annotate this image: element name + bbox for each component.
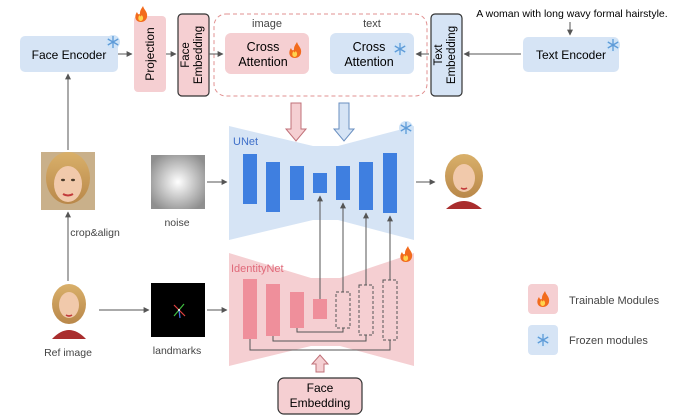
face-embedding-bottom-line2: Embedding: [290, 396, 351, 410]
ref-image: [43, 283, 97, 339]
text-embedding-block: Text Embedding: [430, 13, 463, 97]
unet-label: UNet: [233, 136, 258, 148]
face-embedding-top-line1: Face: [180, 42, 192, 68]
noise-image: [151, 155, 205, 209]
output-face-image: [437, 153, 491, 209]
snowflake-icon: [398, 120, 414, 136]
face-embedding-bottom-line1: Face: [307, 381, 334, 395]
residual-connections: [249, 195, 393, 351]
face-embedding-up-arrow: [310, 354, 330, 373]
fire-icon: [135, 6, 148, 22]
text-cross-attention-line1: Cross: [353, 40, 386, 54]
projection-block: Projection: [134, 6, 166, 92]
prompt-text: A woman with long wavy formal hairstyle.: [476, 8, 667, 20]
cross-attention-group: [213, 13, 428, 97]
image-cross-attention-line1: Cross: [247, 40, 280, 54]
noise-label: noise: [164, 217, 189, 229]
text-embedding-line2: Embedding: [446, 26, 458, 84]
text-group-label: text: [363, 18, 381, 30]
legend-frozen-label: Frozen modules: [569, 335, 648, 347]
identitynet-block: IdentityNet: [229, 246, 414, 366]
crop-align-label: crop&align: [70, 227, 120, 239]
image-attention-down-arrow: [284, 102, 308, 142]
unet-up-layer-1: [336, 166, 350, 200]
unet-up-layer-2: [359, 162, 373, 210]
unet-down-layer-2: [266, 162, 280, 212]
image-cross-attention-block: Cross Attention: [225, 33, 309, 74]
snowflake-icon: [105, 34, 121, 50]
face-encoder-block: Face Encoder: [20, 34, 121, 72]
landmarks-label: landmarks: [153, 345, 201, 357]
face-embedding-bottom-block: Face Embedding: [277, 377, 363, 415]
landmarks-image: [151, 283, 205, 337]
identitynet-down-layer-2: [266, 284, 280, 336]
unet-block: UNet: [229, 120, 414, 240]
text-encoder-label: Text Encoder: [536, 48, 606, 62]
snowflake-icon: [535, 332, 551, 348]
image-cross-attention-line2: Attention: [238, 55, 287, 69]
snowflake-icon: [392, 41, 408, 57]
unet-mid-layer: [313, 173, 327, 193]
text-embedding-line1: Text: [433, 44, 445, 66]
legend-trainable-label: Trainable Modules: [569, 295, 660, 307]
text-attention-down-arrow: [332, 102, 356, 142]
face-encoder-label: Face Encoder: [32, 48, 107, 62]
face-embedding-top-line2: Embedding: [193, 26, 205, 84]
text-cross-attention-line2: Attention: [344, 55, 393, 69]
ref-image-label: Ref image: [44, 347, 92, 359]
snowflake-icon: [605, 37, 621, 53]
legend: Trainable Modules Frozen modules: [528, 284, 660, 355]
cropped-face-image: [41, 152, 95, 210]
face-embedding-top-block: Face Embedding: [177, 13, 210, 97]
image-group-label: image: [252, 18, 282, 30]
unet-down-layer-1: [243, 154, 257, 204]
identitynet-down-layer-1: [243, 279, 257, 339]
identitynet-down-layer-3: [290, 292, 304, 328]
fire-icon: [400, 246, 413, 262]
unet-down-layer-3: [290, 166, 304, 200]
identitynet-mid-layer: [313, 299, 327, 319]
unet-up-layer-3: [383, 153, 397, 213]
projection-label: Projection: [143, 27, 157, 80]
text-cross-attention-block: Cross Attention: [330, 33, 414, 74]
identitynet-label: IdentityNet: [231, 263, 284, 275]
text-encoder-block: Text Encoder: [523, 37, 621, 72]
